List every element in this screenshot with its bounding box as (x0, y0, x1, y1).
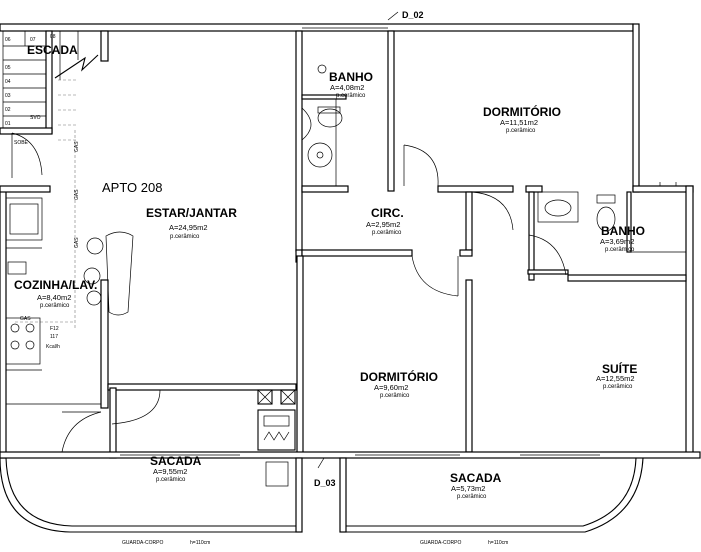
guardrail-height-1: h=110cm (190, 540, 210, 546)
room-floor-circ: p.cerâmico (372, 230, 402, 236)
room-area-suite: A=12,55m2 (596, 374, 635, 383)
balcony-outlines (0, 182, 677, 533)
dining-table (83, 231, 134, 316)
gas-label-3: GAS (74, 237, 80, 248)
room-area-banho2: A=3,69m2 (600, 237, 634, 246)
room-floor-suite: p.cerâmico (603, 384, 633, 390)
stair-step-08: 08 (50, 34, 56, 40)
room-name-dorm1: DORMITÓRIO (483, 104, 561, 119)
room-name-banho2: BANHO (601, 224, 645, 238)
stair-step-05: 05 (5, 65, 11, 71)
unit-label: APTO 208 (102, 180, 162, 195)
walls (0, 23, 701, 533)
room-floor-sacada1: p.cerâmico (156, 477, 186, 483)
gas-label-1: GAS (74, 141, 80, 152)
room-name-escada: ESCADA (27, 43, 78, 57)
gas-line (15, 130, 76, 330)
room-floor-dorm2: p.cerâmico (380, 393, 410, 399)
stair-step-01: 01 (5, 121, 11, 127)
section-cut-marks (317, 11, 399, 469)
room-name-cozinha: COZINHA/LAV. (14, 278, 97, 292)
room-area-dorm2: A=9,60m2 (374, 383, 408, 392)
room-floor-banho1: p.cerâmico (336, 93, 366, 99)
room-name-suite: SUÍTE (602, 361, 637, 376)
guardrail-label-1: GUARDA-CORPO (122, 540, 164, 546)
room-name-dorm2: DORMITÓRIO (360, 369, 438, 384)
bath-fixtures (307, 64, 686, 253)
room-name-estar: ESTAR/JANTAR (146, 206, 237, 220)
room-floor-estar: p.cerâmico (170, 234, 200, 240)
room-name-circ: CIRC. (371, 206, 404, 220)
cut-mark-d02: D_02 (402, 10, 424, 20)
room-area-cozinha: A=8,40m2 (37, 293, 71, 302)
room-area-circ: A=2,95m2 (366, 220, 400, 229)
stair-step-03: 03 (5, 93, 11, 99)
gas-label-4: GAS (20, 316, 31, 322)
stair-svo-label: SVO (30, 115, 41, 121)
gas-label-2: GAS (74, 189, 80, 200)
heater-model: F12 (50, 326, 59, 332)
stair-sobe-label: SOBE (14, 140, 29, 146)
room-area-estar: A=24,95m2 (169, 223, 208, 232)
room-floor-sacada2: p.cerâmico (457, 494, 487, 500)
service-shafts (257, 389, 296, 487)
room-area-banho1: A=4,08m2 (330, 83, 364, 92)
stair-steps (2, 30, 101, 178)
windows (120, 27, 600, 456)
kitchen-fixtures (5, 197, 102, 453)
stair-step-07: 07 (30, 37, 36, 43)
cut-mark-d03: D_03 (314, 478, 336, 488)
stair-step-02: 02 (5, 107, 11, 113)
stair-step-06: 06 (5, 37, 11, 43)
heater-unit: Kcal/h (46, 344, 60, 350)
room-name-sacada2: SACADA (450, 471, 502, 485)
heater-capacity: 117 (50, 334, 58, 340)
room-floor-banho2: p.cerâmico (605, 247, 635, 253)
guardrail-label-2: GUARDA-CORPO (420, 540, 462, 546)
room-area-sacada2: A=5,73m2 (451, 484, 485, 493)
room-area-sacada1: A=9,55m2 (153, 467, 187, 476)
room-floor-cozinha: p.cerâmico (40, 303, 70, 309)
guardrail-height-2: h=110cm (488, 540, 508, 546)
room-name-banho1: BANHO (329, 70, 373, 84)
room-area-dorm1: A=11,51m2 (500, 118, 538, 127)
room-floor-dorm1: p.cerâmico (506, 128, 536, 134)
door-swings (111, 107, 567, 425)
room-name-sacada1: SACADA (150, 454, 202, 468)
stair-step-04: 04 (5, 79, 11, 85)
